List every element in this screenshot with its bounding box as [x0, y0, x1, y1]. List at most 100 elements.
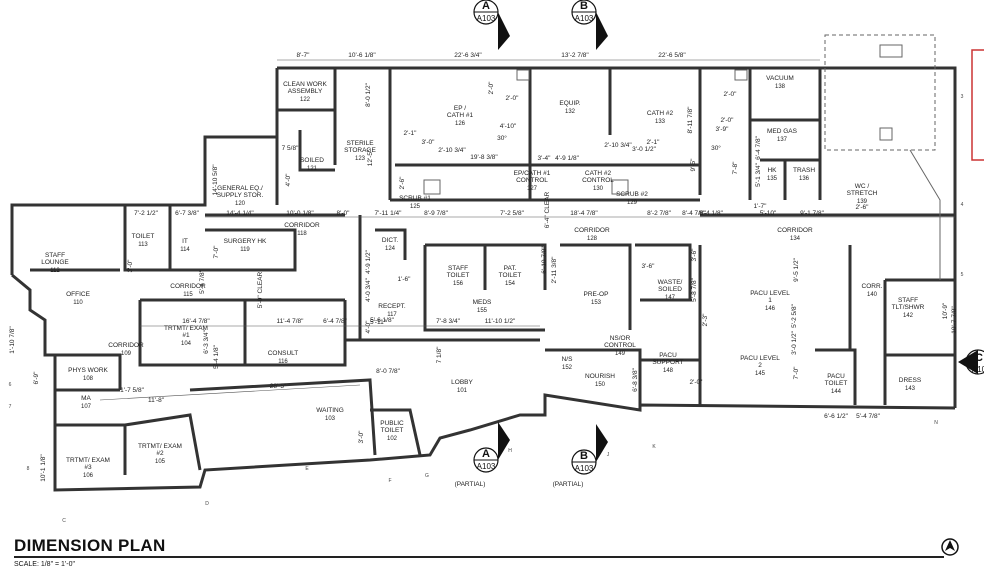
dimension-label: 2'-0": [488, 81, 495, 95]
room-name: EP /: [454, 105, 466, 112]
dimension-label: 13'-2 7/8": [561, 52, 589, 59]
dimension-labels: 8'-7"10'-6 1/8"22'-6 3/4"13'-2 7/8"22'-6…: [9, 52, 958, 482]
dimension-label: 9'-5 1/2": [793, 257, 800, 281]
section-marker-a-top: A A103: [473, 0, 510, 50]
dimension-label: 10'-0 1/8": [286, 210, 314, 217]
room-label: GENERAL EQ./SUPPLY STOR.120: [217, 185, 264, 207]
room-name: 1: [768, 297, 772, 304]
grid-label: H: [508, 448, 512, 454]
dimension-label: 2'-0": [506, 95, 520, 102]
wall-exam1-consult: [138, 300, 347, 367]
room-name: MA: [81, 395, 91, 402]
room-number: 134: [790, 236, 801, 242]
room-label: DICT.124: [382, 237, 398, 252]
room-name: RECEPT.: [378, 303, 406, 310]
dimension-label: 4'-0": [285, 173, 292, 187]
walls: [10, 66, 957, 492]
wall-ns-nourish: [545, 348, 642, 405]
dimension-label: 2'-0": [721, 117, 735, 124]
dimension-label: 2'-3": [702, 313, 709, 327]
marker-letter: A: [482, 448, 490, 460]
overhead-lines: [423, 34, 941, 280]
room-number: 149: [615, 351, 626, 357]
dimension-label: 3'-0": [358, 430, 365, 444]
dimension-label: 12'-5": [367, 149, 374, 166]
dimension-label: 1'-10 7/8": [9, 326, 16, 354]
room-name: NOURISH: [585, 373, 615, 380]
room-name: WASTE/: [658, 279, 683, 286]
room-name: CORRIDOR: [170, 283, 206, 290]
room-number: 126: [455, 121, 466, 127]
dimension-lines: [99, 59, 955, 401]
room-name: SOILED: [658, 286, 682, 293]
room-number: 102: [387, 436, 398, 442]
grid-label: G: [425, 473, 429, 479]
exterior-wall-north-east: [277, 66, 957, 408]
room-number: 121: [307, 166, 318, 172]
wall-soiled: [298, 130, 335, 172]
wall-pacu-toilet: [815, 348, 857, 405]
dimension-label: 5'-1 3/4": [755, 162, 762, 186]
wall-dict: [375, 228, 407, 260]
room-name: N/S: [562, 356, 574, 363]
room-name: #1: [182, 332, 190, 339]
room-name: WC /: [855, 183, 870, 190]
dimension-label: 5'-10": [760, 210, 777, 217]
wall-toilets: [425, 243, 547, 290]
dimension-label: 18'-4 7/8": [570, 210, 598, 217]
room-name: PUBLIC: [380, 420, 404, 427]
equip-box-2: [734, 69, 748, 81]
dimension-label: 7'-2 1/2": [134, 210, 158, 217]
dimension-label: 2'-1": [647, 139, 661, 146]
room-number: 112: [50, 268, 60, 274]
dimension-label: 6'-8 3/8": [632, 367, 639, 391]
dimension-label: 28'-5": [270, 383, 287, 390]
grid-label: 5: [961, 272, 964, 278]
dimension-label: 7 5/8": [282, 145, 299, 152]
room-name: TOILET: [381, 427, 404, 434]
room-name: ASSEMBLY: [288, 88, 323, 95]
room-number: 132: [565, 109, 576, 115]
dimension-label: 6'-3 3/4": [203, 329, 210, 353]
room-name: OFFICE: [66, 291, 90, 298]
dimension-label: 6'-4" CLEAR: [544, 191, 551, 228]
dimension-label: 4'-9 1/8": [555, 155, 579, 162]
room-number: 117: [387, 312, 397, 318]
vacuum-roof-outline: [824, 34, 936, 151]
equipment-box-south: [879, 127, 893, 141]
dimension-label: 22'-6 3/4": [454, 52, 482, 59]
dimension-label: 5'-4 1/8": [213, 344, 220, 368]
dimension-label: 8'-11 7/8": [687, 106, 694, 134]
room-name: TRTMT/ EXAM: [164, 325, 208, 332]
dimension-label: 6'-4 7/8": [323, 318, 347, 325]
marker-arrow: [498, 12, 510, 50]
dimension-label: 6'-6 1/2": [824, 413, 848, 420]
section-marker-b-bottom: B A103 (PARTIAL): [553, 424, 608, 488]
room-name: MEDS: [473, 299, 492, 306]
dimension-label: 3'-0 1/2": [632, 146, 656, 153]
dimension-label: 8'-2 7/8": [647, 210, 671, 217]
room-name: CATH #2: [647, 110, 674, 117]
room-label: RECEPT. 117: [378, 303, 406, 318]
room-number: 138: [775, 84, 786, 90]
room-name: EP/CATH #1: [514, 170, 551, 177]
room-name: SURGERY HK: [224, 238, 267, 245]
dimension-label: 2'-10 3/4": [438, 147, 466, 154]
room-name: TRTMT/ EXAM: [66, 457, 110, 464]
room-name: CATH #1: [447, 112, 474, 119]
dimension-label: 5'-2 5/8": [791, 303, 798, 327]
dimension-label: 5'-4 7/8": [856, 413, 880, 420]
